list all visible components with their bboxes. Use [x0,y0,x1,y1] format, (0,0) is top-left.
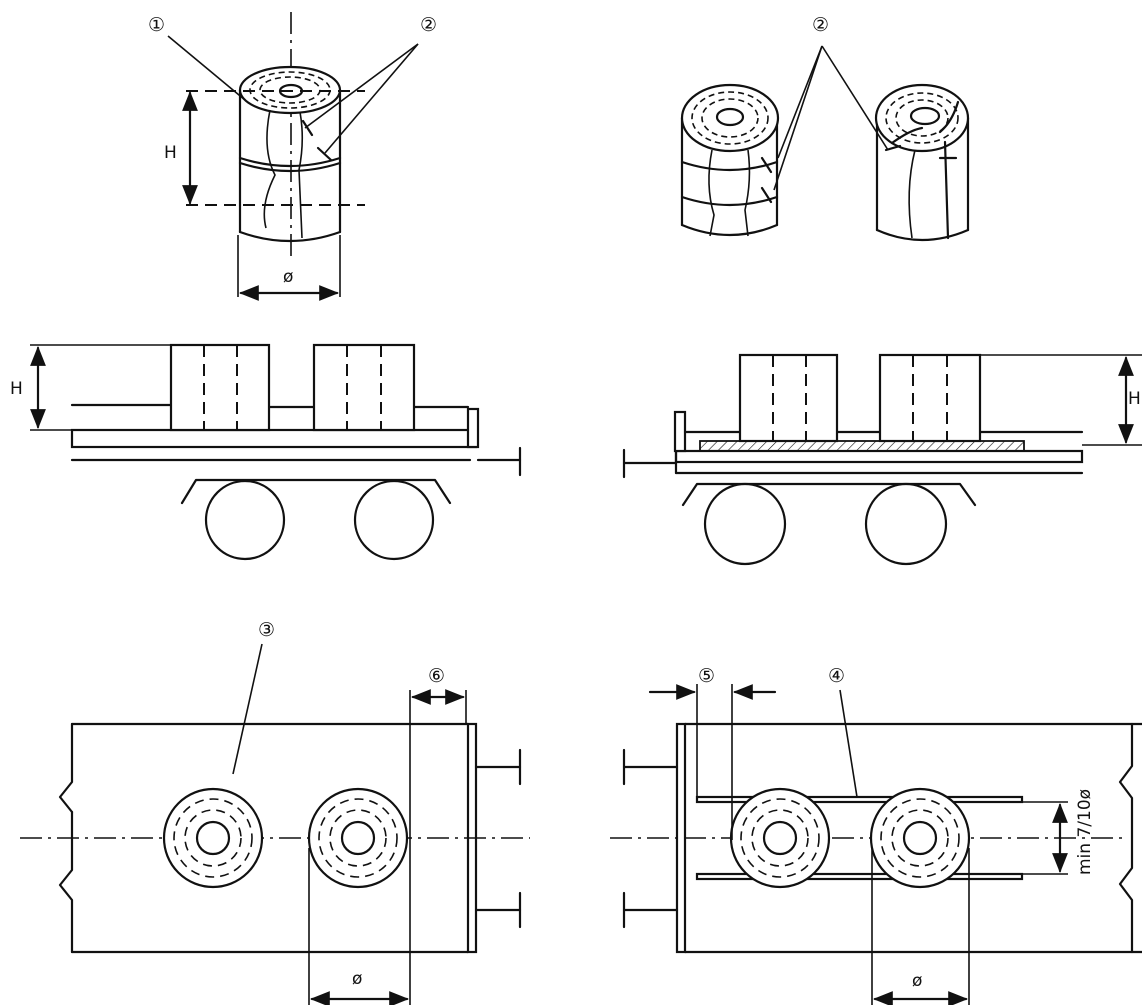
callout-3: ③ [258,619,275,641]
plan-roll-right-2 [869,787,971,889]
roll-height-label: H [164,143,177,163]
roll-dimension-view: H ø ① ② [148,12,437,301]
left-wagon-side-view: H [10,343,522,561]
callout-2-right: ② [812,14,829,36]
callout-5: ⑤ [698,665,715,687]
min-spacing-label: min 7/10ø [1075,789,1095,875]
right-wagon-side-view: H [622,353,1142,566]
right-wagon-height-label: H [1128,389,1141,409]
roll-diameter-label: ø [283,267,293,287]
right-wagon-plan-view: ④ ⑤ min 7/10ø ø [610,665,1142,1005]
callout-6: ⑥ [428,665,445,687]
callout-4: ④ [828,665,845,687]
callout-2-left: ② [420,14,437,36]
plan-roll-left-2 [307,787,409,889]
left-wagon-plan-view: ③ ø ⑥ [20,619,530,1005]
callout-1: ① [148,14,165,36]
plan-roll-right-1 [729,787,831,889]
left-plan-diameter-label: ø [352,969,362,989]
plan-roll-left-1 [162,787,264,889]
left-wagon-height-label: H [10,379,23,399]
right-plan-diameter-label: ø [912,971,922,991]
roll-banding-examples: ② [680,14,970,242]
